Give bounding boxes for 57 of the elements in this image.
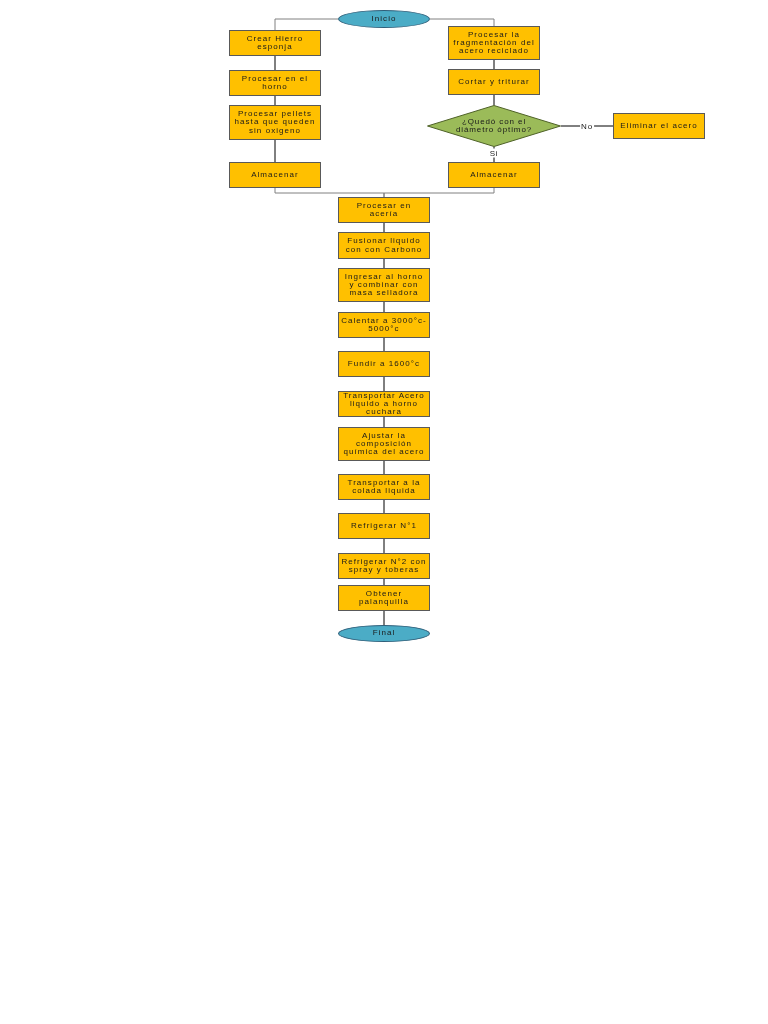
process-box [338, 232, 430, 259]
step-label: Almacenar [250, 170, 300, 180]
terminal-label: Inicio [370, 14, 398, 24]
step-label: Fundir a 1600°c [346, 359, 422, 369]
connector-line [274, 18, 339, 31]
connector-line [274, 95, 276, 106]
step-label: Eliminar el acero [619, 121, 699, 131]
step-label: Ajustar la composición química del acero [342, 431, 426, 457]
step-label: Transportar Acero liquido a horno cuchara [342, 391, 426, 417]
edge-label: No [580, 121, 594, 131]
connector-line [383, 258, 385, 269]
connector-line [383, 301, 385, 313]
step-label: Obtener palanquilla [358, 589, 410, 607]
connector-line [383, 337, 385, 352]
step-label: Refrigerar N°1 [350, 521, 418, 531]
step-label: Refrigerar N°2 con spray y toberas [340, 557, 428, 575]
process-box [338, 197, 430, 223]
connector-line [383, 578, 385, 586]
step-label: Procesar la fragmentación del acero reciclado [452, 30, 536, 56]
connector-line [274, 139, 276, 163]
process-box [613, 113, 705, 139]
step-label: Procesar en acería [355, 201, 413, 219]
connector-line [274, 55, 276, 71]
connector-line [429, 18, 495, 27]
connector-line [383, 187, 495, 198]
step-label: Crear Hierro esponja [245, 34, 305, 52]
connector-line [493, 94, 495, 106]
edge-label: Si [488, 148, 500, 158]
process-box [338, 351, 430, 377]
connector-line [383, 460, 385, 475]
process-box [338, 585, 430, 611]
step-label: Fusionar liquido con con Carbono [344, 237, 424, 254]
connector-line [383, 376, 385, 392]
decision-label: ¿Quedó con el diámetro óptimo? [454, 117, 534, 135]
connector-line [383, 610, 385, 626]
terminal-label: Final [371, 629, 397, 638]
connector-line [493, 59, 495, 70]
decision-diamond [427, 105, 561, 147]
step-label: Procesar en el horno [240, 74, 310, 92]
step-label: Transportar a la colada liquida [346, 478, 422, 496]
step-label: Almacenar [469, 170, 519, 180]
connector-line [383, 416, 385, 428]
process-box [229, 162, 321, 188]
connector-line [560, 125, 614, 127]
process-box [338, 474, 430, 500]
process-box [229, 30, 321, 56]
step-label: Cortar y triturar [457, 77, 531, 87]
process-box [448, 162, 540, 188]
step-label: Ingresar al horno y combinar con masa selladora [343, 272, 425, 298]
process-box [229, 70, 321, 96]
connector-line [383, 499, 385, 514]
process-box [338, 513, 430, 539]
process-box [448, 69, 540, 95]
connector-line [383, 222, 385, 233]
step-label: Procesar pellets hasta que queden sin oxigeno [233, 110, 317, 135]
step-label: Calentar a 3000°c- 5000°c [340, 316, 428, 334]
connector-line [383, 538, 385, 554]
